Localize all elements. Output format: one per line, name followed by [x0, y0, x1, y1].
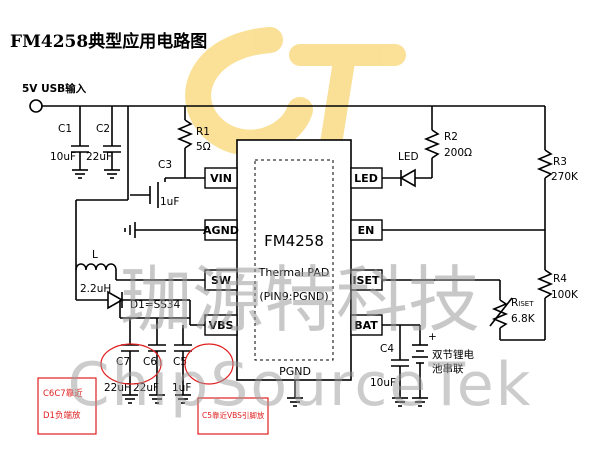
note-c5: C5靠近VBS引脚放 — [100, 343, 269, 435]
pin-label-vin: VIN — [210, 172, 232, 185]
pin-box-led — [350, 167, 383, 189]
c5-value: 1uF — [172, 382, 191, 394]
r4-ref: R4 — [553, 273, 567, 285]
watermark-chinese: 珈源特科技 — [120, 258, 480, 342]
pin-label-sw: SW — [211, 274, 231, 287]
pin-box-en — [350, 219, 383, 241]
pin-label-agnd: AGND — [203, 224, 239, 237]
r4-value: 100K — [551, 289, 579, 301]
pin-box-sw — [204, 269, 238, 291]
c4-value: 10uF — [370, 377, 396, 389]
pin-box-iset — [350, 269, 383, 291]
battery-label-2: 池串联 — [432, 362, 464, 375]
input-label: 5V USB输入 — [22, 82, 87, 95]
thermal-pad — [254, 159, 334, 361]
pin-box-bat — [350, 314, 383, 336]
l-ref: L — [92, 249, 98, 261]
diagram-title: FM4258典型应用电路图 — [10, 32, 208, 52]
c6-ref: C6 — [143, 356, 157, 368]
note1-line2: D1负端放 — [43, 410, 81, 421]
c6-value: 22uF — [133, 382, 159, 394]
r2-value: 200Ω — [444, 147, 472, 159]
battery-plus: + — [428, 331, 437, 343]
led-ref: LED — [398, 151, 419, 163]
battery-label-1: 双节锂电 — [432, 348, 474, 361]
pin-label-iset: ISET — [352, 274, 380, 287]
c7-ref: C7 — [116, 356, 130, 368]
thermal-pad-label: Thermal PAD — [258, 266, 330, 279]
c5-ref: C5 — [173, 356, 187, 368]
note1-line1: C6C7靠近 — [43, 388, 83, 399]
pin-label-bat: BAT — [354, 319, 378, 332]
r1-value: 5Ω — [196, 141, 211, 153]
note-c6c7: C6C7靠近 D1负端放 — [37, 377, 97, 435]
r1-ref: R1 — [196, 126, 210, 138]
c1-ref: C1 — [58, 123, 72, 135]
thermal-pad-pin: (PIN9:PGND) — [259, 290, 328, 303]
c3-ref: C3 — [158, 159, 172, 171]
l-value: 2.2uH — [80, 283, 111, 295]
pin-label-vbs: VBS — [209, 319, 234, 332]
pin-box-vbs — [204, 314, 238, 336]
usb-input-terminal — [29, 99, 43, 113]
c7-value: 22uF — [104, 382, 130, 394]
rset-ref: RISET — [511, 297, 534, 309]
r2-ref: R2 — [444, 131, 458, 143]
c2-ref: C2 — [96, 123, 110, 135]
pin-label-en: EN — [358, 224, 375, 237]
r3-ref: R3 — [553, 156, 567, 168]
rset-value: 6.8K — [511, 313, 536, 325]
c3-value: 1uF — [160, 196, 179, 208]
d1-ref: D1=SS34 — [130, 299, 181, 311]
watermark-logo — [185, 27, 406, 161]
ground-symbols — [72, 169, 428, 407]
c4-ref: C4 — [380, 343, 394, 355]
pin-label-pgnd: PGND — [279, 365, 311, 378]
chip-name: FM4258 — [264, 232, 324, 250]
c2-value: 22uF — [86, 151, 112, 163]
pin-label-led: LED — [354, 172, 378, 185]
pin-box-vin — [204, 167, 238, 189]
chip-body — [236, 139, 352, 381]
c1-value: 10uF — [50, 151, 76, 163]
r3-value: 270K — [551, 171, 579, 183]
note2-text: C5靠近VBS引脚放 — [202, 410, 265, 420]
watermark-english: ChipSourceTek — [68, 350, 533, 420]
pin-box-agnd — [204, 219, 238, 241]
